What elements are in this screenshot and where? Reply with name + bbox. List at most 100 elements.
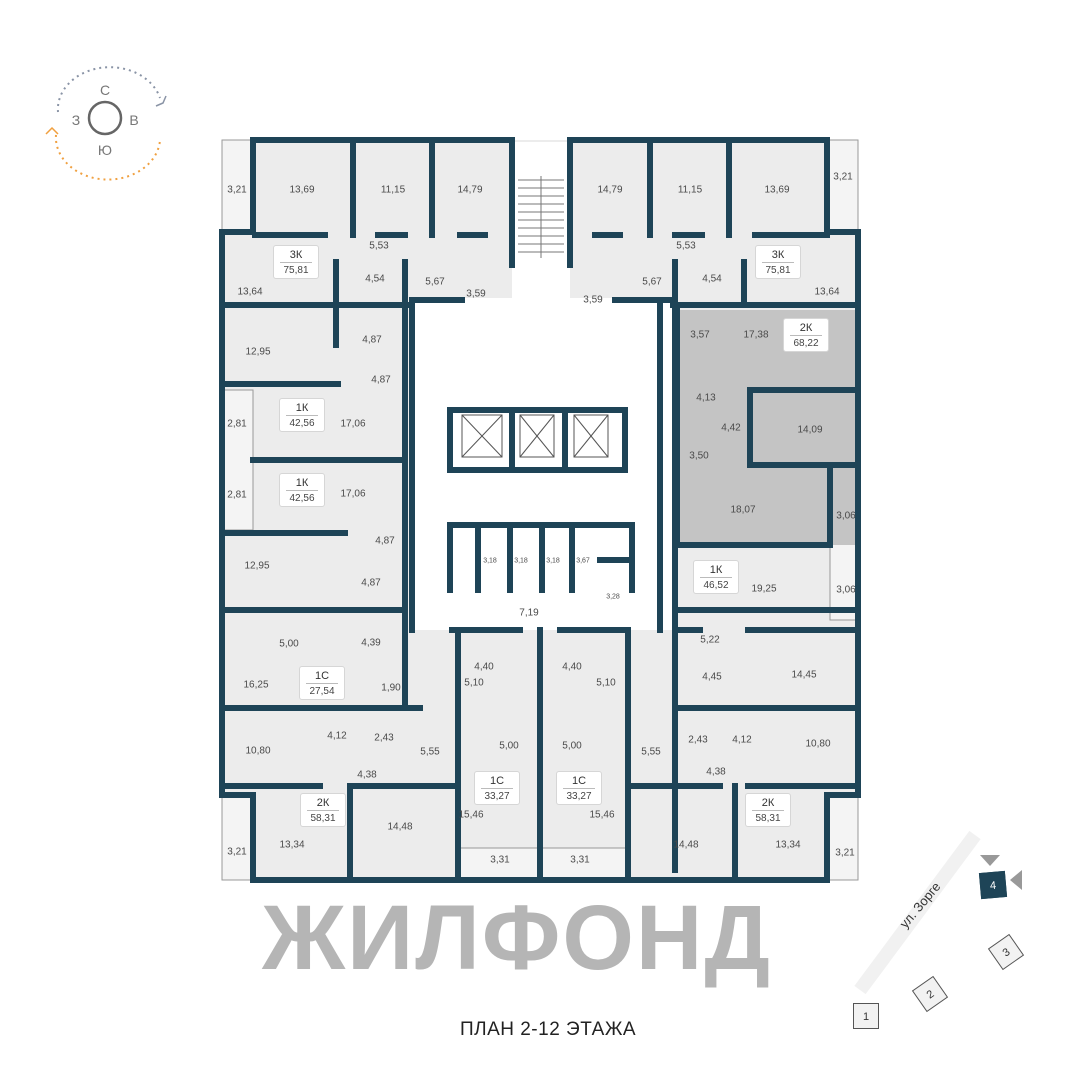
room-area: 3,18	[483, 557, 497, 565]
compass-icon	[87, 100, 123, 136]
room-area: 14,09	[797, 424, 823, 436]
rotate-counterclockwise-icon[interactable]	[54, 134, 161, 181]
room-area: 2,43	[374, 732, 394, 744]
room-area: 3,18	[514, 557, 528, 565]
room-area: 5,00	[499, 740, 519, 752]
compass-north: С	[99, 82, 111, 98]
apartment-badge[interactable]: 1К 42,56	[279, 398, 325, 432]
room-area: 3,50	[689, 450, 709, 462]
room-area: 10,80	[805, 738, 831, 750]
room-area: 10,80	[245, 745, 271, 757]
room-area: 2,81	[227, 489, 247, 501]
room-area: 13,69	[289, 184, 315, 196]
apartment-type: 1С	[306, 670, 338, 684]
apartment-badge[interactable]: 3К 75,81	[273, 245, 319, 279]
apartment-area: 58,31	[755, 813, 781, 824]
apartment-area: 33,27	[484, 791, 510, 802]
apartment-badge[interactable]: 3К 75,81	[755, 245, 801, 279]
room-area: 4,87	[371, 374, 391, 386]
room-area: 3,21	[227, 846, 247, 858]
room-area: 4,40	[562, 661, 582, 673]
room-area: 5,55	[641, 746, 661, 758]
room-area: 5,67	[425, 276, 445, 288]
room-area: 11,15	[380, 184, 406, 196]
room-area: 14,45	[791, 669, 817, 681]
room-area: 4,38	[706, 766, 726, 778]
room-area: 3,57	[690, 329, 710, 341]
apartment-area: 46,52	[703, 580, 729, 591]
apartment-badge[interactable]: 1С 27,54	[299, 666, 345, 700]
room-area: 3,31	[570, 854, 590, 866]
apartment-area: 42,56	[289, 418, 315, 429]
room-area: 12,95	[244, 560, 270, 572]
apartment-type: 3К	[280, 249, 312, 263]
apartment-type: 1С	[563, 775, 595, 789]
room-area: 4,45	[702, 671, 722, 683]
room-area: 17,06	[340, 488, 366, 500]
apartment-type: 3К	[762, 249, 794, 263]
compass-south: Ю	[97, 142, 113, 158]
room-area: 4,40	[474, 661, 494, 673]
room-area: 5,55	[420, 746, 440, 758]
room-area: 18,07	[730, 504, 756, 516]
room-area: 4,12	[327, 730, 347, 742]
apartment-area: 75,81	[765, 265, 791, 276]
apartment-area: 68,22	[793, 338, 819, 349]
room-area: 12,95	[245, 346, 271, 358]
room-area: 13,34	[775, 839, 801, 851]
apartment-type: 1К	[286, 402, 318, 416]
apartment-type: 2К	[790, 322, 822, 336]
room-area: 17,38	[743, 329, 769, 341]
room-area: 5,00	[279, 638, 299, 650]
apartment-badge[interactable]: 1С 33,27	[474, 771, 520, 805]
view-arrow-icon	[1010, 870, 1022, 890]
elevator-icons	[461, 414, 609, 458]
room-area: 3,18	[546, 557, 560, 565]
room-area: 13,64	[814, 286, 840, 298]
apartment-area: 58,31	[310, 813, 336, 824]
room-area: 3,21	[833, 171, 853, 183]
apartment-area: 42,56	[289, 493, 315, 504]
room-area: 5,00	[562, 740, 582, 752]
room-area: 2,81	[227, 418, 247, 430]
compass-west: З	[71, 112, 81, 128]
room-area: 4,42	[721, 422, 741, 434]
apartment-type: 2К	[307, 797, 339, 811]
room-area: 2,43	[688, 734, 708, 746]
room-area: 4,12	[732, 734, 752, 746]
room-area: 14,48	[387, 821, 413, 833]
building-1[interactable]: 1	[853, 1003, 879, 1029]
apartment-area: 27,54	[309, 686, 335, 697]
room-area: 5,67	[642, 276, 662, 288]
room-area: 7,19	[519, 607, 539, 619]
street-road	[854, 830, 981, 995]
room-area: 16,25	[243, 679, 269, 691]
rotate-clockwise-icon[interactable]	[56, 66, 161, 113]
room-area: 3,21	[227, 184, 247, 196]
building-4-active[interactable]: 4	[978, 870, 1008, 900]
room-area: 3,06	[836, 584, 856, 596]
room-area: 14,79	[457, 184, 483, 196]
room-area: 4,39	[361, 637, 381, 649]
room-area: 5,53	[369, 240, 389, 252]
room-area: 3,31	[490, 854, 510, 866]
apartment-badge[interactable]: 2К 68,22	[783, 318, 829, 352]
page-title: ПЛАН 2-12 ЭТАЖА	[459, 1019, 637, 1040]
room-area: 13,69	[764, 184, 790, 196]
room-area: 4,87	[375, 535, 395, 547]
room-area: 11,15	[677, 184, 703, 196]
walls	[219, 137, 861, 883]
apartment-type: 1С	[481, 775, 513, 789]
room-area: 5,22	[700, 634, 720, 646]
room-area: 13,64	[237, 286, 263, 298]
room-area: 4,54	[702, 273, 722, 285]
apartment-badge[interactable]: 2К 58,31	[300, 793, 346, 827]
room-area: 4,13	[696, 392, 716, 404]
apartment-area: 75,81	[283, 265, 309, 276]
room-area: 13,34	[279, 839, 305, 851]
